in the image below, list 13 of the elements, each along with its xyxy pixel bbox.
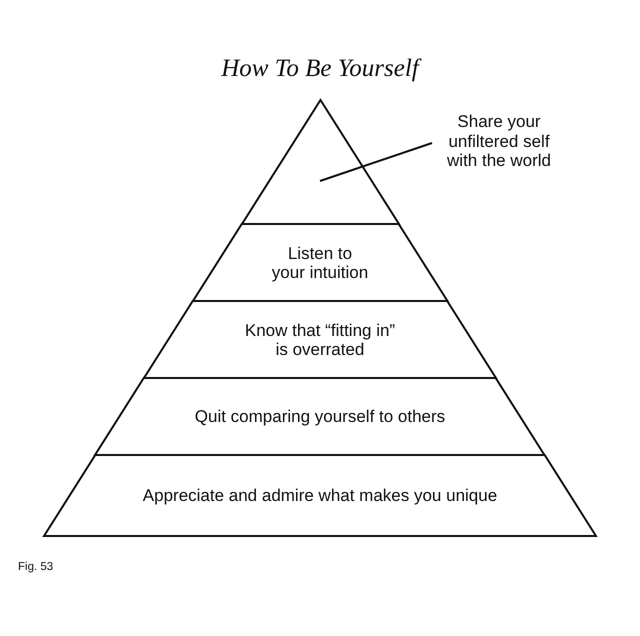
pyramid-tier [95,378,545,455]
pyramid-tier [192,224,448,301]
tier-label: Listen to your intuition [270,244,370,282]
tier-label: Know that “fitting in” is overrated [244,320,396,358]
pyramid-apex [242,100,398,224]
pyramid-tier [44,455,596,536]
pyramid-tier [144,301,496,378]
tier-label: Quit comparing yourself to others [194,407,446,426]
leader-line [320,142,432,182]
figure-number: Fig. 53 [18,560,54,574]
callout-text: Share your unfiltered self with the world [438,112,560,170]
tier-label: Appreciate and admire what makes you unique [142,486,498,505]
diagram-title: How To Be Yourself [221,54,419,84]
